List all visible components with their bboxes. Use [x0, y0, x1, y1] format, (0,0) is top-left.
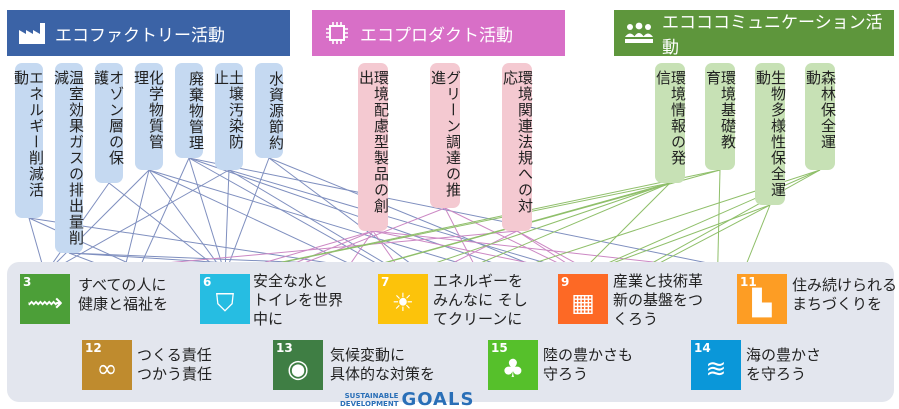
water-icon: ⛉ [215, 288, 235, 317]
logo-word: GOALS [401, 389, 475, 409]
sdg-3-label: すべての人に健康と福祉を [78, 276, 169, 313]
sdg-number: 3 [23, 275, 32, 289]
heartbeat-icon: ⟿ [27, 288, 63, 317]
sdg-12-label: つくる責任つかう責任 [137, 346, 213, 383]
people-icon [624, 18, 654, 48]
activity-energy-reduction: エネルギー削減活動 [12, 63, 45, 218]
sdg-number: 6 [203, 275, 212, 289]
activity-ozone-protection: オゾン層の保護 [92, 63, 125, 183]
logo-line2: DEVELOPMENT [340, 399, 399, 408]
sdg-6-tile: 6 ⛉ [200, 274, 250, 324]
sdg-7-tile: 7 ☀ [378, 274, 428, 324]
sdg-9-label: 産業と技術革新の基盤をつくろう [613, 272, 704, 328]
sdg-11-label: 住み続けられるまちづくりを [792, 276, 898, 313]
cubes-icon: ▦ [571, 288, 595, 317]
sdg-13-tile: 13 ◉ [273, 340, 323, 390]
link-f3-g3 [44, 169, 150, 275]
sdg-7-label: エネルギーをみんなに そしてクリーンに [433, 272, 528, 328]
sdg-number: 12 [85, 341, 102, 355]
link-c0-g7 [402, 182, 671, 275]
sdg-number: 9 [561, 275, 570, 289]
sdg-3-tile: 3 ⟿ [20, 274, 70, 324]
chip-icon [322, 18, 352, 48]
sdg-number: 14 [694, 341, 711, 355]
header-label: エコプロダクト活動 [360, 25, 513, 46]
activity-green-procurement: グリーン調達の推進 [429, 63, 462, 208]
eye-icon: ◉ [287, 354, 309, 383]
activity-waste-management: 廃棄物管理 [175, 63, 205, 158]
header-label: エコファクトリー活動 [55, 25, 225, 46]
sdg-14-tile: 14 ≋ [691, 340, 741, 390]
city-icon: ▙ [752, 288, 772, 317]
link-f4-g6 [188, 157, 226, 275]
activity-water-saving: 水資源節約 [255, 63, 285, 158]
eco-communication-header: エコココミュニケーション活動 [614, 10, 894, 58]
sdg-11-tile: 11 ▙ [737, 274, 787, 324]
sdg-number: 13 [276, 341, 293, 355]
activity-biodiversity: 生物多様性保全運動 [754, 63, 787, 205]
sdg-13-label: 気候変動に具体的な対策を [330, 346, 436, 383]
link-c1-g6 [224, 169, 721, 275]
sdg-6-label: 安全な水とトイレを世界中に [253, 272, 344, 328]
logo-subtitle: SUSTAINABLE DEVELOPMENT [340, 392, 398, 408]
activity-eco-product-creation: 環境配慮型製品の創出 [357, 63, 390, 231]
activity-env-education: 環境基礎教育 [704, 63, 737, 170]
header-label: エコココミュニケーション活動 [662, 13, 883, 58]
link-f5-g9 [228, 169, 584, 275]
link-f2-g6 [108, 182, 226, 275]
eco-product-header: エコプロダクト活動 [312, 10, 565, 56]
activity-ghg-reduction: 温室効果ガスの排出量削減 [52, 63, 85, 253]
activity-chemical-management: 化学物質管理 [132, 63, 165, 170]
sdg-number: 11 [740, 275, 757, 289]
sdg-15-label: 陸の豊かさも守ろう [543, 346, 634, 383]
logo-line1: SUSTAINABLE [344, 391, 399, 400]
sdg-number: 15 [491, 341, 508, 355]
activity-soil-pollution-prevention: 土壌汚染防止 [212, 63, 245, 170]
sdg-number: 7 [381, 275, 390, 289]
sdgs-logo: SUSTAINABLE DEVELOPMENT GOALS [340, 389, 474, 409]
sun-icon: ☀ [391, 288, 415, 317]
activity-env-info: 環境情報の発信 [654, 63, 687, 183]
sdg-9-tile: 9 ▦ [558, 274, 608, 324]
factory-icon [17, 18, 47, 48]
link-f3-g6 [148, 169, 226, 275]
fish-icon: ≋ [705, 354, 727, 383]
activity-forest-conservation: 森林保全運動 [804, 63, 837, 170]
sdg-12-tile: 12 ∞ [82, 340, 132, 390]
eco-factory-header: エコファクトリー活動 [7, 10, 290, 56]
tree-icon: ♣ [501, 354, 525, 383]
sdg-15-tile: 15 ♣ [488, 340, 538, 390]
infinity-icon: ∞ [96, 354, 118, 383]
sdg-14-label: 海の豊かさを守ろう [746, 346, 822, 383]
link-f5-g6 [224, 169, 230, 275]
link-f6-g6 [224, 157, 270, 275]
activity-law-compliance: 環境関連法規への対応 [501, 63, 534, 231]
link-f5-g3 [44, 169, 230, 275]
